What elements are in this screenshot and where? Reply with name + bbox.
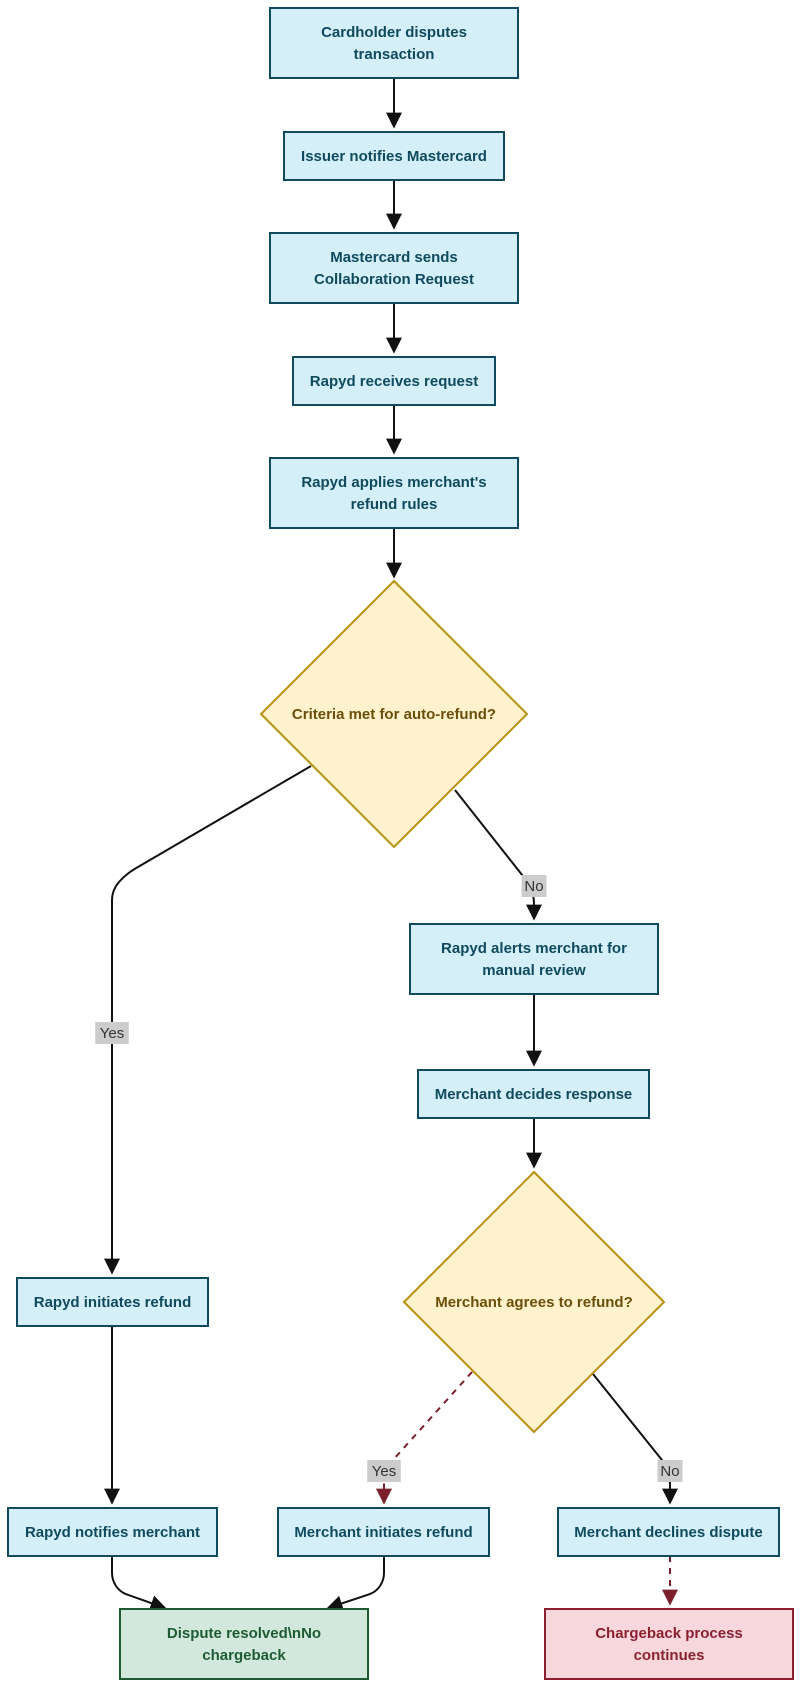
node-merchant-initiates: Merchant initiates refund <box>277 1507 490 1557</box>
node-criteria-met: Criteria met for auto-refund? <box>259 579 529 849</box>
node-label: Rapyd applies merchant's <box>301 474 486 491</box>
edge-rapyd-notifies-to-dispute-resolved <box>111 1556 167 1611</box>
node-rapyd-receives: Rapyd receives request <box>292 356 496 406</box>
process-box <box>544 1608 794 1680</box>
node-label: Collaboration Request <box>314 271 474 288</box>
process-box <box>7 1507 218 1557</box>
edge-label: Yes <box>95 1022 129 1044</box>
node-label: Rapyd receives request <box>310 373 478 390</box>
edge-label-background <box>367 1460 401 1482</box>
process-box <box>277 1507 490 1557</box>
edge-label-text: No <box>524 878 543 895</box>
edge-merchant-agrees-to-merchant-initiates <box>376 1371 473 1505</box>
edge-label: No <box>521 875 547 897</box>
node-label: Dispute resolved\nNo <box>167 1625 321 1642</box>
node-merchant-decides: Merchant decides response <box>417 1069 650 1119</box>
node-label: Chargeback process <box>595 1625 743 1642</box>
node-rapyd-notifies: Rapyd notifies merchant <box>7 1507 218 1557</box>
edge-label-background <box>95 1022 129 1044</box>
process-box <box>16 1277 209 1327</box>
edge-criteria-met-to-rapyd-alerts <box>454 789 542 921</box>
process-box <box>409 923 659 995</box>
edge-label-background <box>657 1460 683 1482</box>
node-chargeback-continues: Chargeback process continues <box>544 1608 794 1680</box>
process-box <box>269 7 519 79</box>
node-rapyd-alerts: Rapyd alerts merchant for manual review <box>409 923 659 995</box>
edge-merchant-agrees-to-merchant-declines <box>592 1373 678 1505</box>
node-label: Merchant decides response <box>435 1086 633 1103</box>
edge-label-background <box>521 875 547 897</box>
node-label: Criteria met for auto-refund? <box>292 706 496 723</box>
node-label: Cardholder disputes <box>321 24 467 41</box>
process-box <box>292 356 496 406</box>
node-label: Mastercard sends <box>330 249 458 266</box>
node-label: refund rules <box>351 496 438 513</box>
process-box <box>119 1608 369 1680</box>
node-label: Rapyd alerts merchant for <box>441 940 627 957</box>
node-label: Rapyd initiates refund <box>34 1294 192 1311</box>
edge-label: Yes <box>367 1460 401 1482</box>
node-merchant-agrees: Merchant agrees to refund? <box>402 1170 666 1434</box>
node-label: chargeback <box>202 1647 286 1664</box>
edge-criteria-met-to-rapyd-initiates <box>104 765 312 1275</box>
node-label: transaction <box>354 46 435 63</box>
edge-label-text: Yes <box>100 1025 124 1042</box>
process-box <box>417 1069 650 1119</box>
node-rapyd-initiates: Rapyd initiates refund <box>16 1277 209 1327</box>
decision-diamond <box>259 579 529 849</box>
node-label: Issuer notifies Mastercard <box>301 148 487 165</box>
process-box <box>269 457 519 529</box>
edge-merchant-initiates-to-dispute-resolved <box>326 1556 385 1612</box>
node-issuer-notifies: Issuer notifies Mastercard <box>283 131 505 181</box>
node-label: Rapyd notifies merchant <box>25 1524 200 1541</box>
edge-label: No <box>657 1460 683 1482</box>
process-box <box>283 131 505 181</box>
node-label: Merchant agrees to refund? <box>435 1294 633 1311</box>
node-rapyd-applies: Rapyd applies merchant's refund rules <box>269 457 519 529</box>
process-box <box>557 1507 780 1557</box>
edge-label-text: Yes <box>372 1463 396 1480</box>
process-box <box>269 232 519 304</box>
edge-label-text: No <box>660 1463 679 1480</box>
node-merchant-declines: Merchant declines dispute <box>557 1507 780 1557</box>
node-label: Merchant declines dispute <box>574 1524 762 1541</box>
node-label: manual review <box>482 962 586 979</box>
node-label: continues <box>634 1647 705 1664</box>
node-cardholder-disputes: Cardholder disputes transaction <box>269 7 519 79</box>
decision-diamond <box>402 1170 666 1434</box>
node-label: Merchant initiates refund <box>294 1524 472 1541</box>
node-dispute-resolved: Dispute resolved\nNo chargeback <box>119 1608 369 1680</box>
